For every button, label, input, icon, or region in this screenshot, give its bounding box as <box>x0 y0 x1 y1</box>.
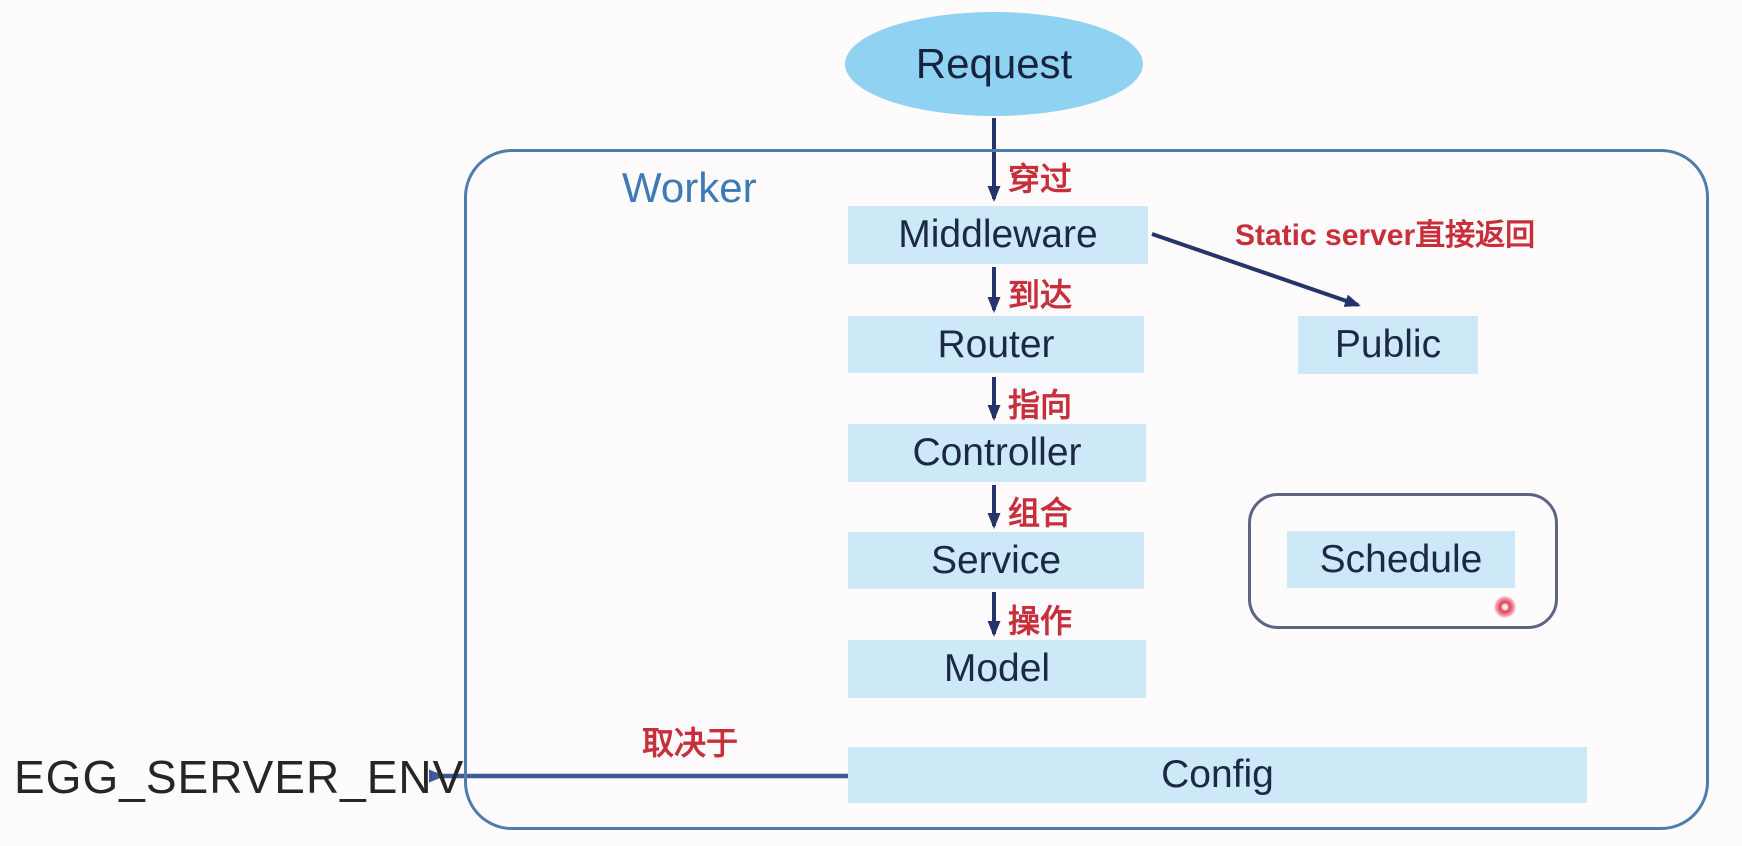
worker-container <box>464 149 1709 830</box>
model-node: Model <box>848 640 1146 698</box>
service-node: Service <box>848 532 1144 589</box>
edge-label-pass-through: 穿过 <box>1008 161 1073 197</box>
config-label: Config <box>1161 753 1274 796</box>
egg-server-env-label: EGG_SERVER_ENV <box>14 751 465 803</box>
edge-label-static-server-return: Static server直接返回 <box>1235 219 1536 252</box>
public-label: Public <box>1334 323 1442 366</box>
edge-label-operate: 操作 <box>1008 603 1073 639</box>
middleware-node: Middleware <box>848 206 1148 264</box>
router-label: Router <box>937 322 1055 366</box>
request-node: Request <box>845 12 1143 116</box>
model-label: Model <box>943 647 1051 690</box>
public-node: Public <box>1298 316 1478 374</box>
edge-label-depends-on: 取决于 <box>642 725 739 761</box>
request-label: Request <box>915 40 1073 87</box>
schedule-label: Schedule <box>1319 537 1483 581</box>
schedule-container <box>1248 493 1558 629</box>
config-node: Config <box>848 747 1587 803</box>
schedule-node: Schedule <box>1287 531 1515 588</box>
edge-label-arrive: 到达 <box>1008 277 1073 313</box>
edge-label-point-to: 指向 <box>1008 387 1073 423</box>
service-label: Service <box>930 538 1062 582</box>
worker-label: Worker <box>622 164 757 211</box>
pointer-dot-icon <box>1494 596 1516 618</box>
middleware-label: Middleware <box>898 213 1098 256</box>
controller-node: Controller <box>848 424 1146 482</box>
edge-label-compose: 组合 <box>1008 495 1073 531</box>
controller-label: Controller <box>912 431 1082 474</box>
router-node: Router <box>848 316 1144 373</box>
